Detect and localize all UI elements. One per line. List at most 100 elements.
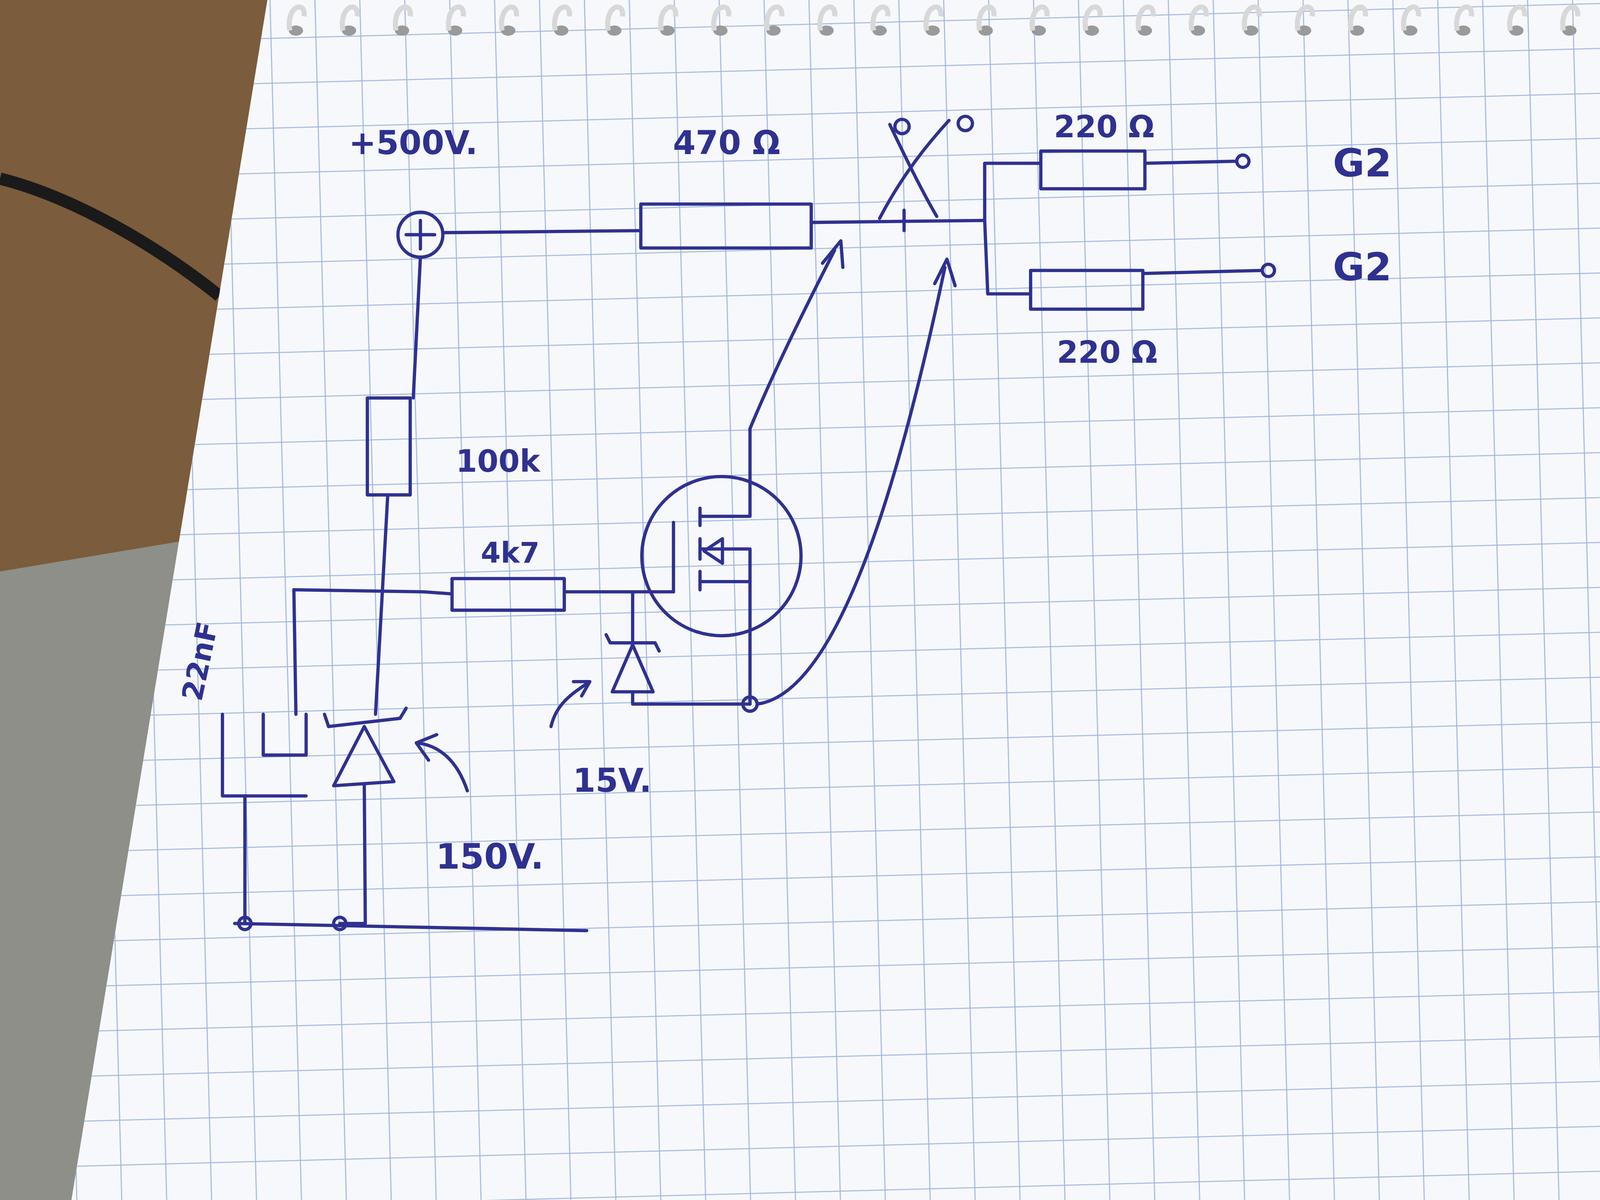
- schematic-stroke: [607, 7, 623, 31]
- schematic-stroke: [703, 538, 723, 564]
- schematic-stroke: [554, 7, 570, 36]
- schematic-stroke: [1297, 7, 1313, 31]
- component-label: +500V.: [348, 126, 478, 160]
- component-label: 220 Ω: [1056, 336, 1158, 368]
- component-label: G2: [1332, 143, 1392, 183]
- schematic-stroke: [1262, 264, 1275, 277]
- schematic-stroke: [811, 220, 985, 223]
- schematic-stroke: [1350, 7, 1366, 31]
- schematic-stroke: [630, 591, 635, 641]
- schematic-stroke: [889, 124, 937, 217]
- schematic-stroke: [879, 120, 950, 219]
- component-label: 220 Ω: [1053, 111, 1155, 142]
- schematic-stroke: [1138, 7, 1153, 31]
- schematic-stroke: [979, 7, 995, 31]
- schematic-stroke: [925, 7, 941, 31]
- schematic-stroke: [293, 589, 424, 592]
- schematic-stroke: [872, 7, 888, 36]
- schematic-stroke: [395, 7, 411, 31]
- schematic-stroke: [632, 691, 750, 704]
- schematic-stroke: [263, 714, 306, 755]
- schematic-stroke: [1085, 7, 1100, 31]
- schematic-stroke: [700, 581, 751, 704]
- schematic-stroke: [641, 476, 802, 636]
- spiral-binding: [288, 7, 1578, 36]
- schematic-stroke: [1084, 7, 1100, 36]
- schematic-stroke: [757, 267, 946, 705]
- schematic-stroke: [339, 921, 364, 926]
- schematic-stroke: [1562, 7, 1578, 31]
- schematic-stroke: [293, 589, 296, 715]
- schematic-stroke: [1243, 7, 1260, 36]
- schematic-stroke: [364, 785, 366, 924]
- schematic-stroke: [1509, 7, 1525, 31]
- component-label: 100k: [455, 445, 540, 477]
- schematic-stroke: [342, 7, 358, 31]
- circuit: [222, 116, 1275, 931]
- schematic-stroke: [501, 7, 517, 31]
- schematic-stroke: [1562, 7, 1578, 36]
- schematic-stroke: [1144, 161, 1237, 164]
- schematic-stroke: [958, 116, 973, 131]
- schematic-stroke: [742, 696, 757, 711]
- schematic-stroke: [640, 203, 812, 248]
- schematic-stroke: [984, 220, 1031, 294]
- schematic-stroke: [1456, 7, 1472, 31]
- schematic-stroke: [564, 590, 674, 594]
- component-label: 15V.: [572, 764, 652, 797]
- component-label: G2: [1332, 247, 1392, 287]
- schematic-stroke: [872, 7, 888, 31]
- schematic-stroke: [1040, 150, 1145, 189]
- schematic-stroke: [398, 212, 443, 257]
- schematic-stroke: [1403, 7, 1419, 31]
- schematic-stroke: [1032, 7, 1048, 31]
- schematic-stroke: [1244, 7, 1260, 31]
- schematic-stroke: [1509, 7, 1525, 36]
- component-label: 4k7: [480, 538, 540, 568]
- schematic-stroke: [984, 163, 1041, 221]
- schematic-stroke: [452, 578, 565, 611]
- schematic-stroke: [934, 259, 955, 286]
- schematic-stroke: [902, 210, 906, 231]
- schematic-stroke: [978, 7, 994, 36]
- schematic-stroke: [1403, 7, 1419, 36]
- schematic-stroke: [394, 7, 411, 36]
- schematic-stroke: [612, 644, 653, 692]
- schematic-stroke: [660, 7, 676, 31]
- schematic-stroke: [413, 257, 421, 399]
- schematic-stroke: [820, 7, 835, 31]
- schematic-stroke: [333, 726, 395, 786]
- schematic-stroke: [607, 7, 623, 36]
- schematic-stroke: [766, 7, 782, 31]
- schematic-stroke: [238, 917, 251, 930]
- schematic-stroke: [1456, 7, 1472, 36]
- schematic-stroke: [1137, 7, 1153, 36]
- schematic-stroke: [448, 7, 464, 31]
- schematic-stroke: [554, 7, 570, 31]
- schematic-stroke: [1142, 270, 1262, 274]
- schematic-stroke: [894, 119, 910, 134]
- schematic-stroke: [243, 796, 247, 924]
- schematic-stroke: [1030, 270, 1143, 310]
- schematic-stroke: [442, 230, 641, 233]
- schematic-stroke: [1296, 7, 1313, 36]
- schematic-stroke: [819, 7, 835, 36]
- schematic-stroke: [1190, 7, 1207, 36]
- schematic-stroke: [925, 7, 941, 36]
- schematic-stroke: [324, 708, 406, 727]
- component-label: 22nF: [177, 619, 222, 704]
- schematic-stroke: [501, 7, 517, 36]
- schematic-stroke: [766, 7, 782, 36]
- component-label: 470 Ω: [672, 126, 781, 160]
- schematic-stroke: [406, 220, 435, 250]
- schematic-stroke: [822, 240, 843, 268]
- schematic-stroke: [660, 7, 676, 36]
- schematic-stroke: [1350, 7, 1366, 36]
- schematic-stroke: [550, 681, 590, 727]
- schematic-stroke: [1236, 155, 1250, 168]
- schematic-stroke: [288, 7, 304, 36]
- schematic-stroke: [700, 428, 751, 517]
